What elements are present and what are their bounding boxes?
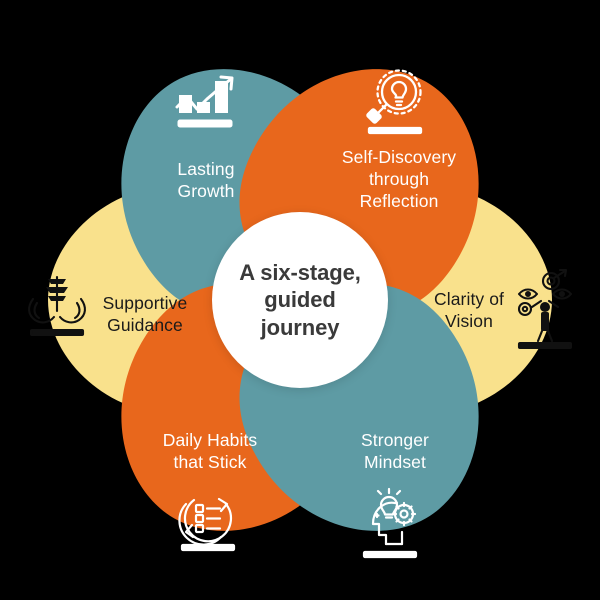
hands-sprout-icon <box>28 275 86 337</box>
center-circle[interactable]: A six-stage, guided journey <box>212 212 388 388</box>
magnifier-lightbulb-icon <box>366 69 423 135</box>
growth-chart-icon <box>175 75 234 128</box>
checklist-cycle-icon <box>178 497 236 552</box>
center-title: A six-stage, guided journey <box>239 260 361 340</box>
head-lightbulb-gear-icon <box>362 487 418 559</box>
person-vision-target-icon <box>517 268 573 350</box>
